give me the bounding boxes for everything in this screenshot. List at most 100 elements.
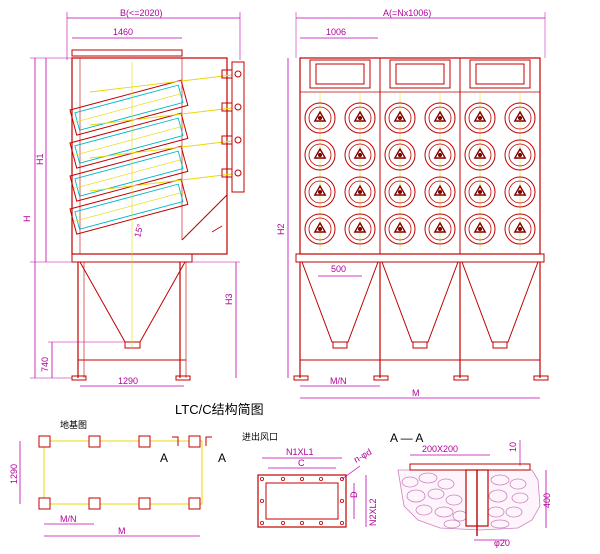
dim-400-label: 400: [542, 493, 552, 508]
bolt-hole: [280, 521, 285, 526]
filter-cartridge-end: [344, 102, 376, 134]
cartridge-center: [518, 190, 522, 194]
inlet-arrow: [211, 225, 223, 233]
filter-cartridge-end: [464, 102, 496, 134]
top-flange: [71, 49, 183, 57]
cartridge-rim: [424, 102, 456, 134]
dim-500-label: 500: [331, 264, 346, 274]
cartridge-rim: [464, 102, 496, 134]
front-view: A(=Nx1006) 1006 H2: [276, 8, 549, 399]
stone: [509, 478, 527, 490]
cartridge-rim: [304, 213, 336, 245]
cartridge-center: [398, 116, 402, 120]
cartridge-inner: [508, 106, 532, 130]
bolt-hole: [280, 476, 285, 481]
cartridge-rim: [424, 139, 456, 171]
dim-h2-label: H2: [276, 223, 286, 235]
bolt-holes: [259, 476, 344, 526]
cartridge-rim: [384, 139, 416, 171]
cartridge-cap: [353, 221, 367, 233]
center-line: [73, 125, 185, 156]
stone: [490, 519, 510, 529]
dim-n1l1-label: N1XL1: [286, 447, 314, 457]
cartridge-center: [358, 190, 362, 194]
cartridge-center: [478, 153, 482, 157]
cartridge-rim: [344, 176, 376, 208]
cartridge-center: [318, 227, 322, 231]
cartridge-center: [438, 227, 442, 231]
drawing-title: LTC/C结构简图: [175, 402, 264, 417]
cartridge-center: [438, 153, 442, 157]
cartridge-center: [518, 153, 522, 157]
discharge-valve: [332, 341, 348, 349]
foundation-label: 地基图: [60, 419, 87, 430]
cartridge-center: [478, 116, 482, 120]
outlet-inner: [315, 63, 365, 85]
filter-cartridge-end: [304, 213, 336, 245]
flange-inner: [265, 482, 339, 520]
section-aa: A — A 200X200 10 400 φ20: [390, 431, 552, 548]
hopper-flange: [295, 253, 545, 263]
discharge-valve: [492, 341, 508, 349]
cartridge-cap: [433, 110, 447, 122]
section-mark: [205, 436, 212, 446]
hopper: [79, 261, 186, 343]
filter-cartridge-end: [464, 176, 496, 208]
flange-label: 进出风口: [242, 431, 278, 442]
cartridge-inner: [468, 143, 492, 167]
dim-1290-label: 1290: [9, 464, 19, 484]
cartridge-rim: [424, 176, 456, 208]
outlet: [469, 59, 531, 89]
cartridge-rim: [464, 213, 496, 245]
cartridge-cap: [353, 110, 367, 122]
cartridge-rim: [384, 102, 416, 134]
cartridge-cap: [313, 221, 327, 233]
foundation-pad: [188, 435, 201, 448]
cartridge-center: [318, 116, 322, 120]
filter-cartridge-end: [424, 102, 456, 134]
bolt-hole: [259, 521, 264, 526]
dim-740-label: 740: [40, 357, 50, 372]
bolt-hole: [259, 498, 264, 503]
valve: [221, 102, 233, 112]
cartridge-inner: [388, 106, 412, 130]
blow-pipe: [89, 173, 233, 192]
cartridge-rim: [344, 213, 376, 245]
flange-detail: 进出风口 N1XL1 C n-φd D N2XL2: [242, 431, 378, 528]
pulse-valves: [221, 61, 245, 193]
cartridge-inner: [348, 143, 372, 167]
stone: [415, 504, 433, 516]
cartridge-cap: [313, 147, 327, 159]
cartridge-center: [398, 153, 402, 157]
foundation-pad: [138, 497, 151, 510]
filter-cartridge-end: [504, 176, 536, 208]
hopper: [301, 261, 379, 343]
foot-plate: [373, 375, 389, 381]
rubble-stones: [401, 472, 529, 529]
cartridge-inner: [308, 143, 332, 167]
cartridge-cap: [513, 110, 527, 122]
cartridge-cap: [473, 110, 487, 122]
cartridge-rim: [504, 139, 536, 171]
cartridge-inner: [428, 180, 452, 204]
cartridge-cap: [433, 184, 447, 196]
foot-plate: [293, 375, 309, 381]
cartridge-center: [358, 116, 362, 120]
filter-cartridge-end: [304, 139, 336, 171]
stone: [427, 488, 445, 500]
cartridge-center: [518, 227, 522, 231]
cartridge-rim: [424, 213, 456, 245]
dim-h1-label: H1: [35, 153, 45, 165]
foundation-pad: [88, 497, 101, 510]
foundation-outline: [43, 440, 203, 505]
filter-cartridge-end: [504, 213, 536, 245]
stone: [505, 506, 523, 518]
concrete-slab: [409, 463, 531, 471]
outlet-inner: [475, 63, 525, 85]
filter-cartridge-end: [344, 213, 376, 245]
cartridge-rim: [304, 139, 336, 171]
foundation-pad: [138, 435, 151, 448]
valve-knob: [234, 169, 242, 177]
filter-cartridge-end: [304, 102, 336, 134]
